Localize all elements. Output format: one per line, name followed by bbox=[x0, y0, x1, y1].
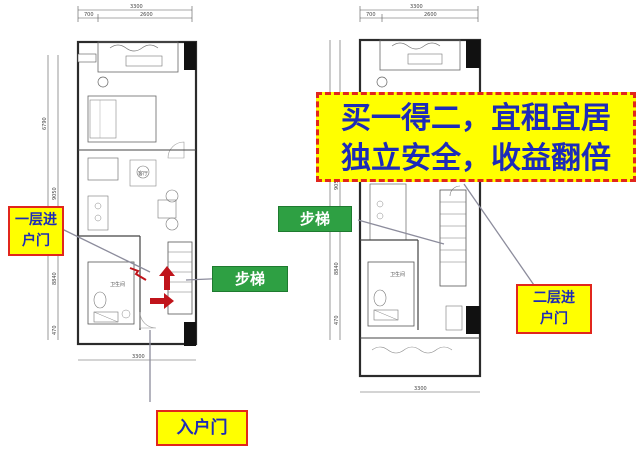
right-dim-top-total: 3300 bbox=[410, 4, 423, 10]
pointer-stairs-right bbox=[357, 219, 445, 245]
left-floor-plan: 3300 700 2600 6790 9050 8840 470 客厅 bbox=[42, 4, 233, 402]
pointer-second-floor-entry bbox=[463, 183, 537, 289]
right-dim-top-b: 2600 bbox=[424, 12, 437, 18]
left-dim-side-c: 470 bbox=[52, 325, 58, 335]
label-first-floor-entry-line2: 户门 bbox=[22, 233, 50, 249]
label-second-floor-entry-line2: 户门 bbox=[540, 311, 568, 327]
label-first-floor-entry: 一层进 户门 bbox=[8, 206, 64, 256]
right-dim-top-a: 700 bbox=[366, 12, 376, 18]
headline-line-2: 独立安全，收益翻倍 bbox=[341, 141, 611, 176]
left-dim-bottom: 3300 bbox=[132, 354, 145, 360]
pointer-first-floor-entry bbox=[59, 227, 151, 273]
left-dim-side-b: 8840 bbox=[52, 272, 58, 285]
left-room-bath: 卫生间 bbox=[110, 281, 125, 288]
right-arrow-icon bbox=[150, 293, 174, 309]
right-room-bath: 卫生间 bbox=[390, 271, 405, 278]
label-entrance-door: 入户门 bbox=[156, 410, 248, 446]
label-first-floor-entry-line1: 一层进 bbox=[15, 212, 57, 228]
label-stairs-left: 步梯 bbox=[212, 266, 288, 292]
up-arrow-icon bbox=[159, 266, 175, 290]
left-room-living: 客厅 bbox=[138, 170, 148, 177]
headline-line-1: 买一得二，宜租宜居 bbox=[341, 101, 611, 136]
left-dim-top-total: 3300 bbox=[130, 4, 143, 10]
label-second-floor-entry: 二层进 户门 bbox=[516, 284, 592, 334]
label-stairs-right: 步梯 bbox=[278, 206, 352, 232]
right-dim-side-c: 470 bbox=[334, 315, 340, 325]
right-dim-side-total: 9050 bbox=[334, 177, 340, 190]
headline-box: 买一得二，宜租宜居 独立安全，收益翻倍 bbox=[316, 92, 636, 182]
right-dim-bottom: 3300 bbox=[414, 386, 427, 392]
right-dim-side-b: 8840 bbox=[334, 262, 340, 275]
left-dim-top-b: 2600 bbox=[140, 12, 153, 18]
entry-arrow-icon bbox=[129, 267, 147, 281]
left-dim-top-a: 700 bbox=[84, 12, 94, 18]
left-dim-side-a: 6790 bbox=[42, 117, 48, 130]
left-dim-side-total: 9050 bbox=[52, 187, 58, 200]
label-second-floor-entry-line1: 二层进 bbox=[533, 290, 575, 306]
right-floor-plan: 3300 700 2600 9050 8840 470 卫生间 bbox=[329, 4, 537, 393]
